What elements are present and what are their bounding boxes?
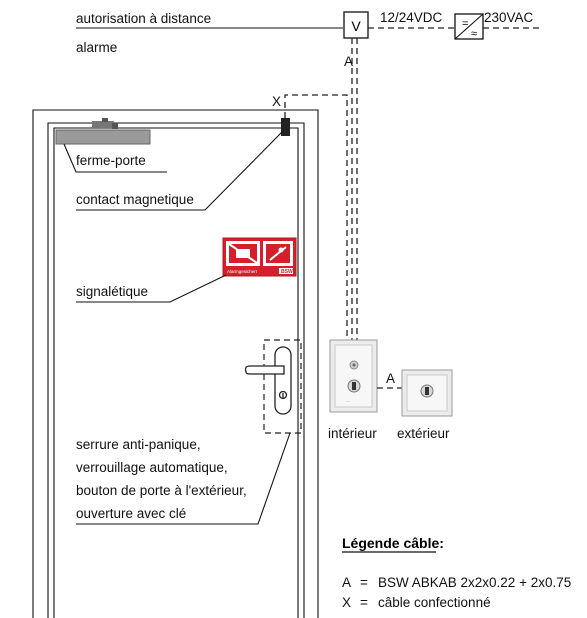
dc-voltage-label: 12/24VDC [380,10,443,25]
mag-contact-leader [76,131,283,211]
lock-handle-icon [244,339,302,434]
alarm-label: alarme [76,40,117,55]
exterior-label: extérieur [397,426,450,441]
power-supply-icon: = ≈ [454,13,484,40]
lock-line-4: ouverture avec clé [76,506,186,521]
legend-row-x-key: X [342,595,351,610]
door-closer-leader [63,143,167,173]
psu-ac-symbol: ≈ [471,28,477,40]
wire-x-label: X [272,94,281,109]
door-closer-icon [55,118,151,145]
ac-voltage-label: 230VAC [484,10,534,25]
signage-leader [76,274,227,303]
lock-line-1: serrure anti-panique, [76,437,201,452]
interior-label: intérieur [328,426,377,441]
lock-leader [76,432,291,525]
signage-logo: BSW [281,269,293,275]
legend-title: Légende câble: [342,535,444,551]
cable-legend: Légende câble: A = BSW ABKAB 2x2x0.22 + … [342,535,571,610]
legend-row-a-sep: = [360,575,368,590]
legend-row-x-value: câble confectionné [378,595,491,610]
cable-x [284,94,348,340]
legend-row-x-sep: = [360,595,368,610]
lock-line-3: bouton de porte à l'extérieur, [76,483,247,498]
signage-label: signalétique [76,284,148,299]
wire-a-mid-label: A [386,371,395,386]
door-frame [32,109,319,618]
remote-auth-label: autorisation à distance [76,11,211,26]
svg-text:—: — [346,398,350,403]
signage-small-text: Alarmgesichert [227,269,258,274]
voltage-module [343,11,369,39]
magnetic-contact-icon [281,118,290,136]
interior-switch-icon: — [329,339,378,413]
exterior-switch-icon [401,369,453,417]
legend-row-a-value: BSW ABKAB 2x2x0.22 + 2x0.75 [378,575,571,590]
voltage-module-label: V [351,18,361,34]
lock-line-2: verrouillage automatique, [76,460,228,475]
legend-row-a-key: A [342,575,351,590]
wire-a-top-label: A [344,54,353,69]
mag-contact-label: contact magnetique [76,192,194,207]
signage-icon: Alarmgesichert BSW [222,237,297,277]
door-closer-label: ferme-porte [76,153,146,168]
psu-dc-symbol: = [462,18,468,30]
